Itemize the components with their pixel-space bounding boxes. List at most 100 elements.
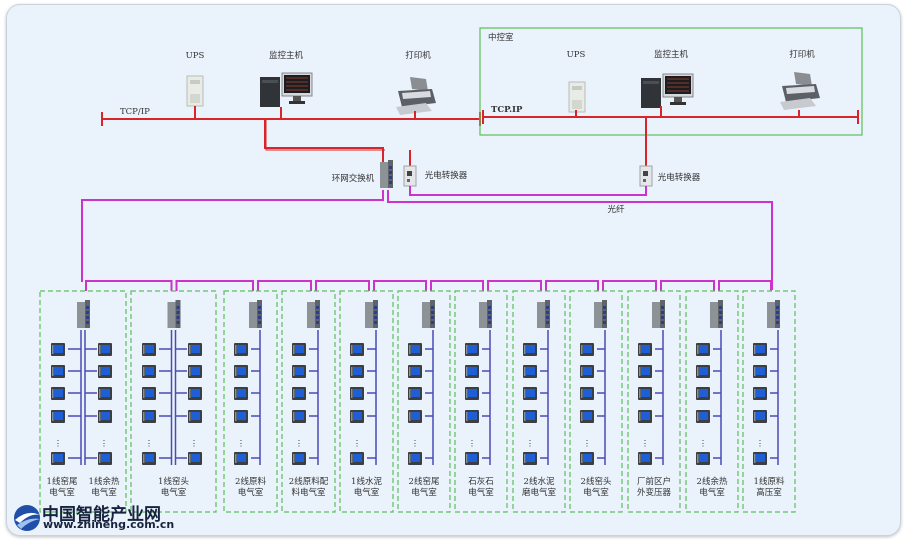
substation-box: [627, 290, 681, 513]
power-meter-icon: [142, 410, 156, 423]
substation-label: 高压室: [756, 487, 782, 498]
substation-label: 1线窑尾: [47, 476, 78, 487]
substation-box: [569, 290, 623, 513]
fiber-label: 光纤: [607, 204, 625, 215]
power-meter-icon: [234, 387, 248, 400]
ellipsis: ⋮: [100, 439, 109, 449]
ellipsis: ⋮: [699, 439, 708, 449]
power-meter-icon: [98, 410, 112, 423]
substation-switch-icon: [479, 300, 492, 328]
power-meter-icon: [696, 343, 710, 356]
substation-label: 2线余热: [697, 476, 728, 487]
power-meter-icon: [188, 452, 202, 465]
substation-switch-icon: [537, 300, 550, 328]
power-meter-icon: [580, 365, 594, 378]
device-label-printer: 打印机: [789, 49, 815, 60]
substation-switch-icon: [710, 300, 723, 328]
ellipsis: ⋮: [237, 439, 246, 449]
globe-logo-icon: [14, 505, 40, 531]
substation-label: 2线窑尾: [409, 476, 440, 487]
substation-label: 磨电气室: [522, 487, 557, 498]
substation-box: [397, 290, 451, 513]
substation-label: 2线水泥: [524, 476, 555, 487]
power-meter-icon: [292, 343, 306, 356]
ethernet-link-switch: [264, 119, 384, 162]
power-meter-icon: [753, 365, 767, 378]
device-label-monitor-host: 监控主机: [654, 49, 689, 60]
ups-icon: [568, 81, 586, 113]
power-meter-icon: [408, 343, 422, 356]
substation-label: 2线原料配: [289, 476, 329, 487]
fiber-chain-segment: [373, 280, 427, 291]
substation-label: 1线水泥: [351, 476, 382, 487]
substation-box: [454, 290, 508, 513]
ellipsis: ⋮: [468, 439, 477, 449]
printer-icon: [396, 77, 436, 115]
power-meter-icon: [408, 452, 422, 465]
power-meter-icon: [234, 365, 248, 378]
power-meter-icon: [142, 343, 156, 356]
power-meter-icon: [98, 343, 112, 356]
device-label-printer: 打印机: [405, 50, 431, 61]
power-meter-icon: [523, 365, 537, 378]
power-meter-icon: [638, 452, 652, 465]
power-meter-icon: [408, 387, 422, 400]
substation-box: [512, 290, 566, 513]
ellipsis: ⋮: [145, 439, 154, 449]
substation-switch-icon: [594, 300, 607, 328]
power-meter-icon: [638, 410, 652, 423]
substation-label: 外变压器: [637, 487, 672, 498]
substation-label: 电气室: [161, 487, 187, 498]
substation-label: 料电气室: [291, 487, 326, 498]
substation-switch-icon: [307, 300, 320, 328]
power-meter-icon: [188, 410, 202, 423]
converter-label-left: 光电转换器: [425, 170, 468, 181]
converter-icon: [403, 165, 417, 187]
fiber-chain-segment: [257, 280, 312, 291]
substation-label: 厂前区户: [637, 476, 671, 487]
power-meter-icon: [696, 365, 710, 378]
substation-box: [685, 290, 739, 513]
substation-box: [339, 290, 394, 513]
power-meter-icon: [638, 387, 652, 400]
central-control-room-box: [479, 27, 863, 136]
power-meter-icon: [753, 410, 767, 423]
substation-label: 2线窑头: [581, 476, 612, 487]
fiber-chain-segment: [545, 280, 599, 291]
fiber-chain-segment: [660, 280, 715, 291]
power-meter-icon: [51, 387, 65, 400]
power-meter-icon: [696, 452, 710, 465]
power-meter-icon: [580, 343, 594, 356]
fiber-chain-segment: [430, 280, 484, 291]
power-meter-icon: [523, 387, 537, 400]
power-meter-icon: [142, 387, 156, 400]
power-meter-icon: [580, 452, 594, 465]
power-meter-icon: [523, 452, 537, 465]
fiber-chain-segment: [175, 280, 254, 291]
power-meter-icon: [408, 365, 422, 378]
ellipsis: ⋮: [353, 439, 362, 449]
substation-label: 2线原料: [235, 476, 266, 487]
diagram-frame: [6, 4, 901, 536]
power-meter-icon: [234, 410, 248, 423]
power-meter-icon: [638, 343, 652, 356]
ellipsis: ⋮: [583, 439, 592, 449]
power-meter-icon: [465, 410, 479, 423]
fiber-chain-segment: [718, 280, 772, 291]
substation-label: 石灰石: [468, 476, 494, 487]
fiber-chain-segment: [487, 280, 542, 291]
fiber-chain-segment: [315, 280, 370, 291]
power-meter-icon: [98, 365, 112, 378]
substation-switch-icon: [365, 300, 378, 328]
ring-switch-icon: [380, 160, 393, 188]
power-meter-icon: [465, 387, 479, 400]
power-meter-icon: [696, 410, 710, 423]
power-meter-icon: [465, 452, 479, 465]
substation-switch-icon: [77, 300, 90, 328]
substation-label: 电气室: [583, 487, 609, 498]
substation-switch-icon: [767, 300, 780, 328]
substation-box: [742, 290, 796, 513]
substation-label: 电气室: [91, 487, 117, 498]
fiber-link-converters: [409, 186, 647, 196]
